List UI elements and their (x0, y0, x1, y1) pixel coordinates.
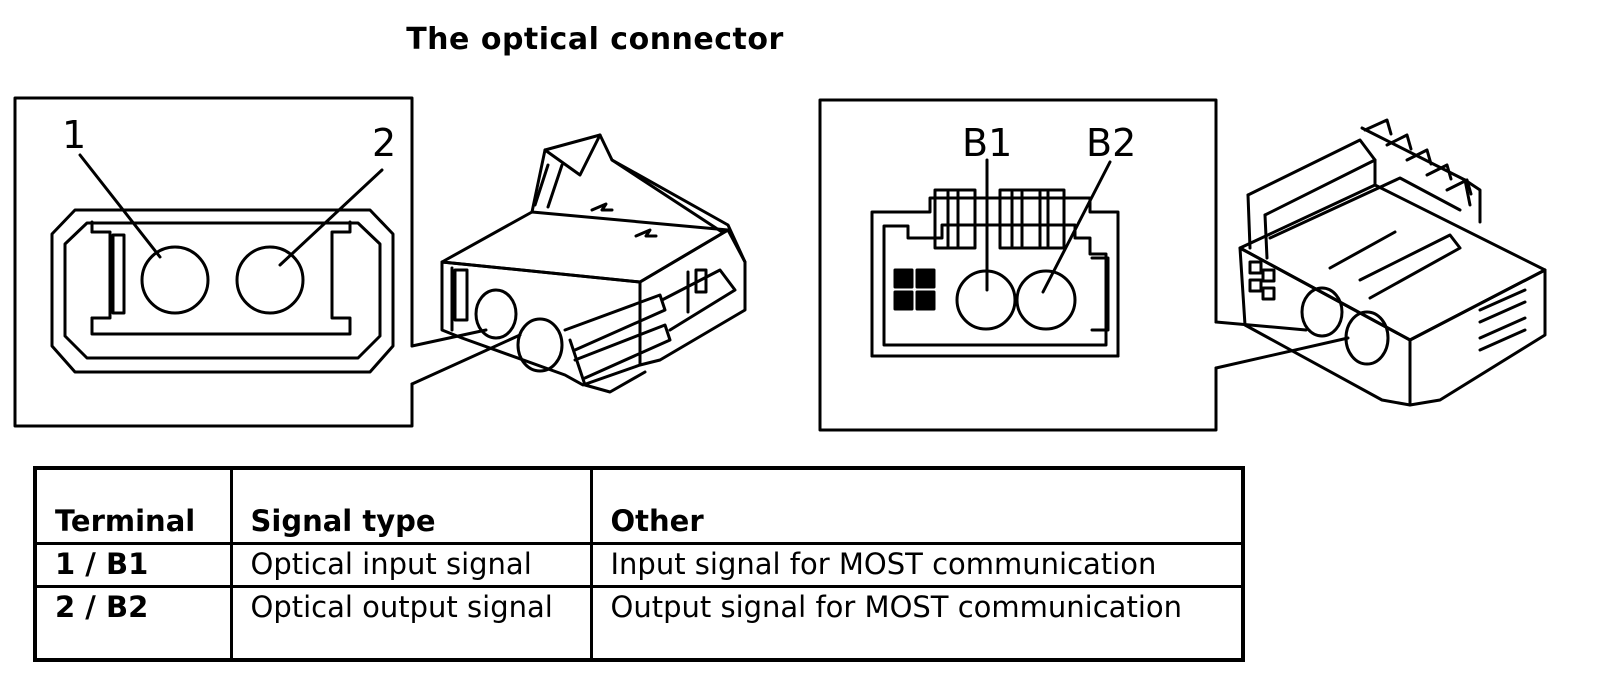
terminal-cell: 2 / B2 (33, 585, 233, 662)
connector-drawings: 1 2 (13, 96, 1547, 432)
left-zoom-line-2 (410, 333, 522, 386)
left-connector-face (50, 208, 395, 374)
right-label-b2-leader (1041, 160, 1112, 294)
right-connector-isometric (1238, 118, 1547, 407)
left-label-1: 1 (62, 113, 86, 157)
right-zoom-line-2 (1214, 336, 1350, 370)
table-row: 1 / B1 Optical input signal Input signal… (33, 542, 1245, 588)
right-connector-face (870, 188, 1120, 358)
signal-type-cell: Optical input signal (229, 542, 593, 588)
right-zoom-line-1 (1214, 320, 1308, 332)
left-terminal-1-port (140, 245, 210, 315)
right-label-b1: B1 (962, 121, 1012, 165)
header-other: Other (589, 466, 1245, 545)
header-terminal: Terminal (33, 466, 233, 545)
left-callout-frame (13, 96, 414, 428)
table-row: 2 / B2 Optical output signal Output sign… (33, 585, 1245, 662)
left-connector-isometric (440, 133, 747, 394)
terminal-cell: 1 / B1 (33, 542, 233, 588)
diagram-title: The optical connector (406, 22, 784, 57)
left-label-2-leader (278, 168, 384, 267)
other-cell: Input signal for MOST communication (589, 542, 1245, 588)
table-header-row: Terminal Signal type Other (33, 466, 1245, 545)
left-connector-panel: 1 2 (13, 96, 747, 428)
terminal-table: Terminal Signal type Other 1 / B1 Optica… (33, 466, 1245, 662)
left-label-2: 2 (372, 121, 396, 165)
right-connector-panel: B1 B2 (818, 98, 1547, 432)
signal-type-cell: Optical output signal (229, 585, 593, 662)
right-label-b2: B2 (1086, 121, 1136, 165)
other-cell: Output signal for MOST communication (589, 585, 1245, 662)
left-label-1-leader (78, 153, 162, 259)
left-terminal-2-port (235, 245, 305, 315)
right-callout-frame (818, 98, 1218, 432)
left-zoom-line-1 (410, 328, 488, 348)
right-terminal-b2-port (1015, 269, 1077, 331)
header-signal-type: Signal type (229, 466, 593, 545)
